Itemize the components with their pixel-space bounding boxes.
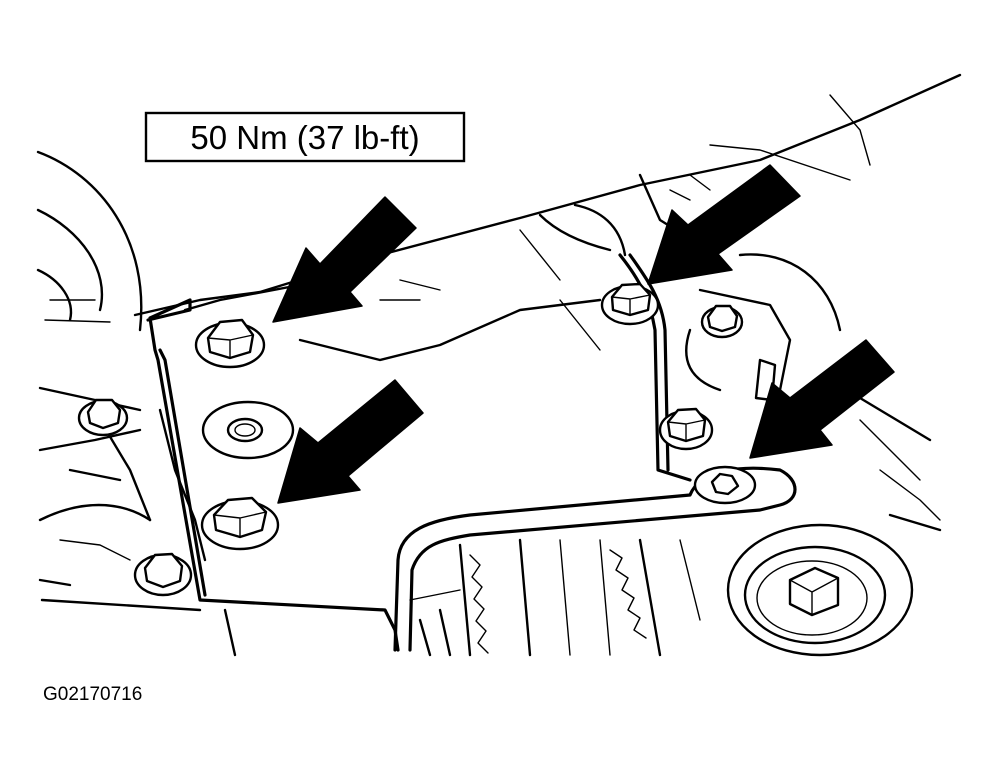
bracket-hole xyxy=(201,400,295,460)
bolt-right-small xyxy=(700,304,744,339)
tensioner-pulley xyxy=(726,523,914,657)
bolt-lower-right xyxy=(658,407,714,451)
torque-label: 50 Nm (37 lb-ft) xyxy=(190,119,419,156)
torque-label-box xyxy=(144,111,466,163)
arrow-upper-left xyxy=(272,196,417,323)
figure-id: G02170716 xyxy=(43,684,142,705)
mounting-bracket xyxy=(146,203,797,652)
arrow-lower-left xyxy=(277,379,424,504)
bolt-upper-left xyxy=(194,318,266,369)
left-pulley xyxy=(36,150,143,332)
arrow-upper-right xyxy=(647,164,801,285)
bolt-far-left-lower xyxy=(133,552,193,597)
bolt-lower-left xyxy=(200,496,280,551)
figure-bottom-edge xyxy=(223,608,237,657)
timing-belt xyxy=(409,538,701,657)
bolt-upper-right xyxy=(600,282,660,326)
arrow-lower-right xyxy=(749,339,895,459)
bolt-far-left-upper xyxy=(77,398,129,437)
bolt-torx-strap xyxy=(693,465,757,505)
torque-callout: 50 Nm (37 lb-ft) xyxy=(144,111,466,163)
